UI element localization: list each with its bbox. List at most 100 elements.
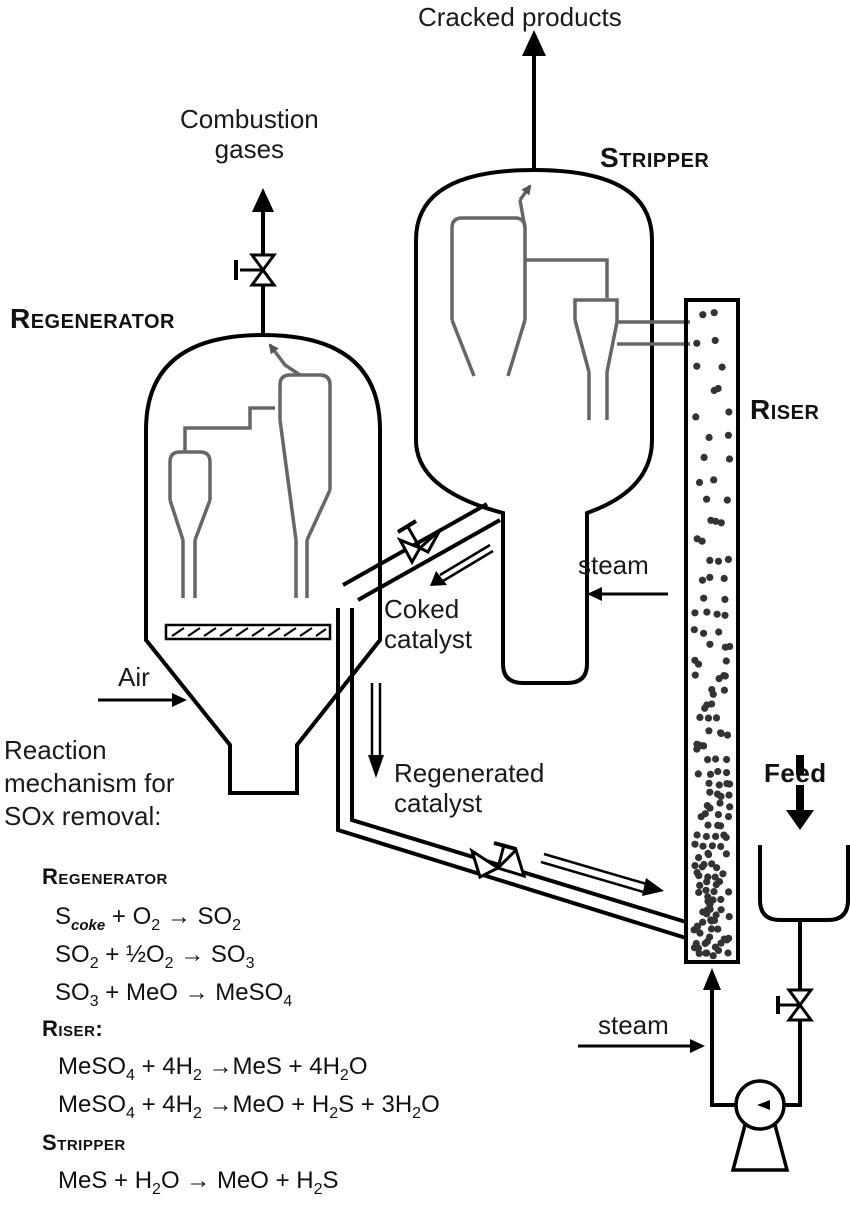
catalyst-particle xyxy=(715,628,723,636)
catalyst-particle xyxy=(695,872,703,880)
feed-tank xyxy=(758,845,850,922)
catalyst-particle xyxy=(714,925,722,933)
catalyst-particle xyxy=(726,803,734,811)
catalyst-particle xyxy=(703,910,711,918)
catalyst-particle xyxy=(712,714,721,722)
mechanism-riser-header: Riser: xyxy=(42,1016,104,1041)
catalyst-particle xyxy=(723,731,732,739)
riser-feed-arrowhead xyxy=(703,968,721,990)
catalyst-particle xyxy=(703,495,711,503)
catalyst-particle xyxy=(706,640,714,648)
regenerated-catalyst-flow-arrow xyxy=(540,852,664,896)
catalyst-particle xyxy=(708,860,716,868)
catalyst-particle xyxy=(725,408,733,416)
equation-regen-2: SO2 + ½O2 → SO3 xyxy=(55,941,255,972)
reaction-mechanism-label: Reaction mechanism for SOx removal: xyxy=(4,735,175,831)
catalyst-particle xyxy=(710,476,718,484)
equation-stripper-1: MeS + H2O → MeO + H2S xyxy=(58,1167,339,1198)
cracked-products-arrow xyxy=(522,30,546,170)
catalyst-particle xyxy=(717,519,725,527)
regenerator-label: Regenerator xyxy=(10,303,175,334)
catalyst-particle xyxy=(700,453,708,461)
catalyst-particle xyxy=(706,556,714,565)
catalyst-particle xyxy=(724,813,733,821)
equation-riser-1: MeSO4 + 4H2 →MeS + 4H2O xyxy=(58,1053,368,1084)
catalyst-particle xyxy=(707,925,716,933)
pump-to-riser-line xyxy=(710,985,736,1107)
catalyst-particle xyxy=(699,842,707,850)
catalyst-particle xyxy=(717,842,725,851)
catalyst-particle xyxy=(722,657,730,665)
catalyst-particle xyxy=(713,864,721,872)
catalyst-particle xyxy=(722,850,731,858)
catalyst-particle xyxy=(726,780,734,788)
catalyst-particle xyxy=(704,893,712,901)
catalyst-particle xyxy=(717,822,725,830)
combustion-gas-valve xyxy=(234,253,277,287)
stripper-steam-label: steam xyxy=(578,550,649,580)
catalyst-particle xyxy=(709,952,717,960)
catalyst-particle xyxy=(705,779,713,787)
catalyst-particle xyxy=(717,729,725,737)
regenerated-catalyst-label: Regenerated catalyst xyxy=(394,758,545,818)
catalyst-particle xyxy=(708,686,716,694)
catalyst-particle xyxy=(691,671,699,679)
mechanism-stripper-header: Stripper xyxy=(42,1130,126,1155)
catalyst-particle xyxy=(717,792,725,801)
catalyst-particle xyxy=(696,929,704,937)
riser-label: Riser xyxy=(750,394,820,425)
catalyst-particle xyxy=(703,802,711,810)
catalyst-particle xyxy=(710,309,718,317)
coked-catalyst-valve xyxy=(396,519,442,566)
catalyst-particle xyxy=(714,946,723,955)
regenerated-catalyst-down-arrow xyxy=(368,683,384,778)
catalyst-particle xyxy=(711,336,719,345)
catalyst-particle xyxy=(695,478,704,487)
catalyst-particle xyxy=(723,496,731,504)
cracked-products-label: Cracked products xyxy=(418,2,622,32)
catalyst-particle xyxy=(702,832,711,841)
catalyst-particle xyxy=(710,916,719,925)
catalyst-particle xyxy=(703,938,711,946)
catalyst-particle xyxy=(720,574,728,583)
catalyst-particle xyxy=(702,886,710,894)
catalyst-particle xyxy=(693,362,701,370)
catalyst-particle xyxy=(715,878,724,886)
catalyst-particle xyxy=(725,455,734,463)
riser-steam-label: steam xyxy=(598,1010,669,1040)
catalyst-particle xyxy=(692,413,700,421)
catalyst-particle xyxy=(721,595,729,604)
catalyst-particle xyxy=(713,610,721,618)
catalyst-particle xyxy=(704,849,712,858)
catalyst-particle xyxy=(691,840,699,848)
catalyst-particle xyxy=(714,811,723,819)
stripper-steam-arrow xyxy=(587,587,668,601)
feed-valve xyxy=(776,988,814,1022)
air-label: Air xyxy=(118,662,150,692)
catalyst-particle xyxy=(723,936,731,944)
catalyst-particle xyxy=(712,517,720,525)
catalyst-particle xyxy=(721,643,730,651)
catalyst-particle xyxy=(724,431,733,439)
catalyst-particle xyxy=(725,913,733,921)
catalyst-particle xyxy=(694,923,702,931)
catalyst-particle xyxy=(712,832,720,841)
catalyst-particle xyxy=(695,888,703,897)
catalyst-particle xyxy=(704,756,712,764)
catalyst-particle xyxy=(691,862,699,870)
mechanism-regenerator-header: Regenerator xyxy=(42,864,168,889)
catalyst-particle xyxy=(723,755,731,764)
catalyst-particle xyxy=(717,895,725,904)
catalyst-particle xyxy=(720,686,729,694)
stripper-vessel xyxy=(414,167,654,685)
catalyst-particle xyxy=(724,949,732,957)
feed-arrow xyxy=(786,755,814,830)
catalyst-particle xyxy=(698,576,707,584)
catalyst-particle xyxy=(723,769,731,777)
feed-pump xyxy=(730,1079,790,1172)
catalyst-particle xyxy=(701,810,709,818)
catalyst-particle xyxy=(703,878,711,886)
catalyst-particle xyxy=(712,911,720,919)
catalyst-particle xyxy=(706,770,715,778)
